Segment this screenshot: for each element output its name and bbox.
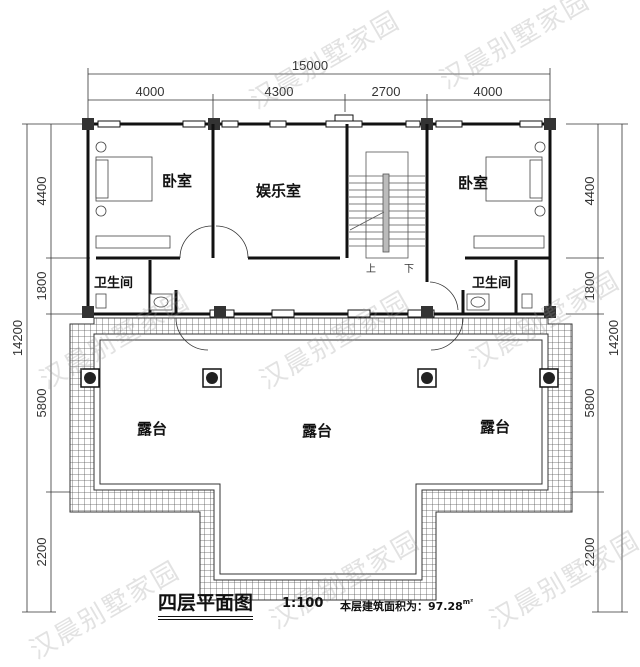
svg-text:2200: 2200: [582, 538, 597, 567]
doors: [175, 225, 464, 351]
bed-left: [95, 141, 171, 249]
right-dimension-text: 4400 1800 5800 2200 14200: [582, 177, 621, 567]
sanitary-fixtures: [95, 293, 533, 311]
terrace-floor: [99, 339, 543, 575]
room-label-terrace-left: 露台: [137, 420, 168, 438]
dim-top-4: 4000: [474, 84, 503, 99]
room-label-bathroom-right: 卫生间: [472, 276, 512, 291]
floor-plan-drawing: 15000 4000 4300 2700 4000 4400 1800 5800…: [10, 58, 628, 613]
svg-text:4400: 4400: [582, 177, 597, 206]
dim-top-3: 2700: [372, 84, 401, 99]
svg-text:14200: 14200: [606, 320, 621, 356]
left-dimension-text: 4400 1800 5800 2200 14200: [10, 177, 49, 567]
svg-text:5800: 5800: [582, 389, 597, 418]
svg-text:14200: 14200: [10, 320, 25, 356]
room-label-bedroom-right: 卧室: [458, 174, 489, 192]
top-dimension-lines: [87, 68, 551, 122]
right-dimension-lines: [566, 123, 628, 613]
svg-text:2200: 2200: [34, 538, 49, 567]
floor-area-label: 本层建筑面积为：: [340, 600, 428, 613]
room-label-bedroom-left: 卧室: [162, 172, 193, 190]
plan-title: 四层平面图: [158, 592, 254, 620]
exterior-walls: [86, 122, 552, 316]
room-label-terrace-right: 露台: [480, 418, 511, 436]
plan-scale: 1:100: [282, 596, 324, 611]
staircase: [349, 151, 425, 259]
stairs-down-label: 下: [404, 264, 414, 275]
svg-text:1800: 1800: [582, 272, 597, 301]
room-label-bathroom-left: 卫生间: [94, 276, 134, 291]
svg-text:5800: 5800: [34, 389, 49, 418]
dim-top-1: 4000: [136, 84, 165, 99]
room-label-entertainment: 娱乐室: [256, 182, 302, 200]
floor-area: 本层建筑面积为：97.28m²: [340, 598, 473, 614]
floor-area-value: 97.28: [428, 600, 463, 613]
svg-text:4400: 4400: [34, 177, 49, 206]
bed-right: [473, 141, 546, 249]
interior-walls: [96, 124, 550, 314]
dim-top-total: 15000: [292, 58, 328, 73]
svg-text:1800: 1800: [34, 272, 49, 301]
stairs-up-label: 上: [366, 263, 376, 275]
floor-area-unit: m²: [462, 598, 474, 606]
dim-top-2: 4300: [265, 84, 294, 99]
room-label-terrace-center: 露台: [302, 422, 333, 440]
